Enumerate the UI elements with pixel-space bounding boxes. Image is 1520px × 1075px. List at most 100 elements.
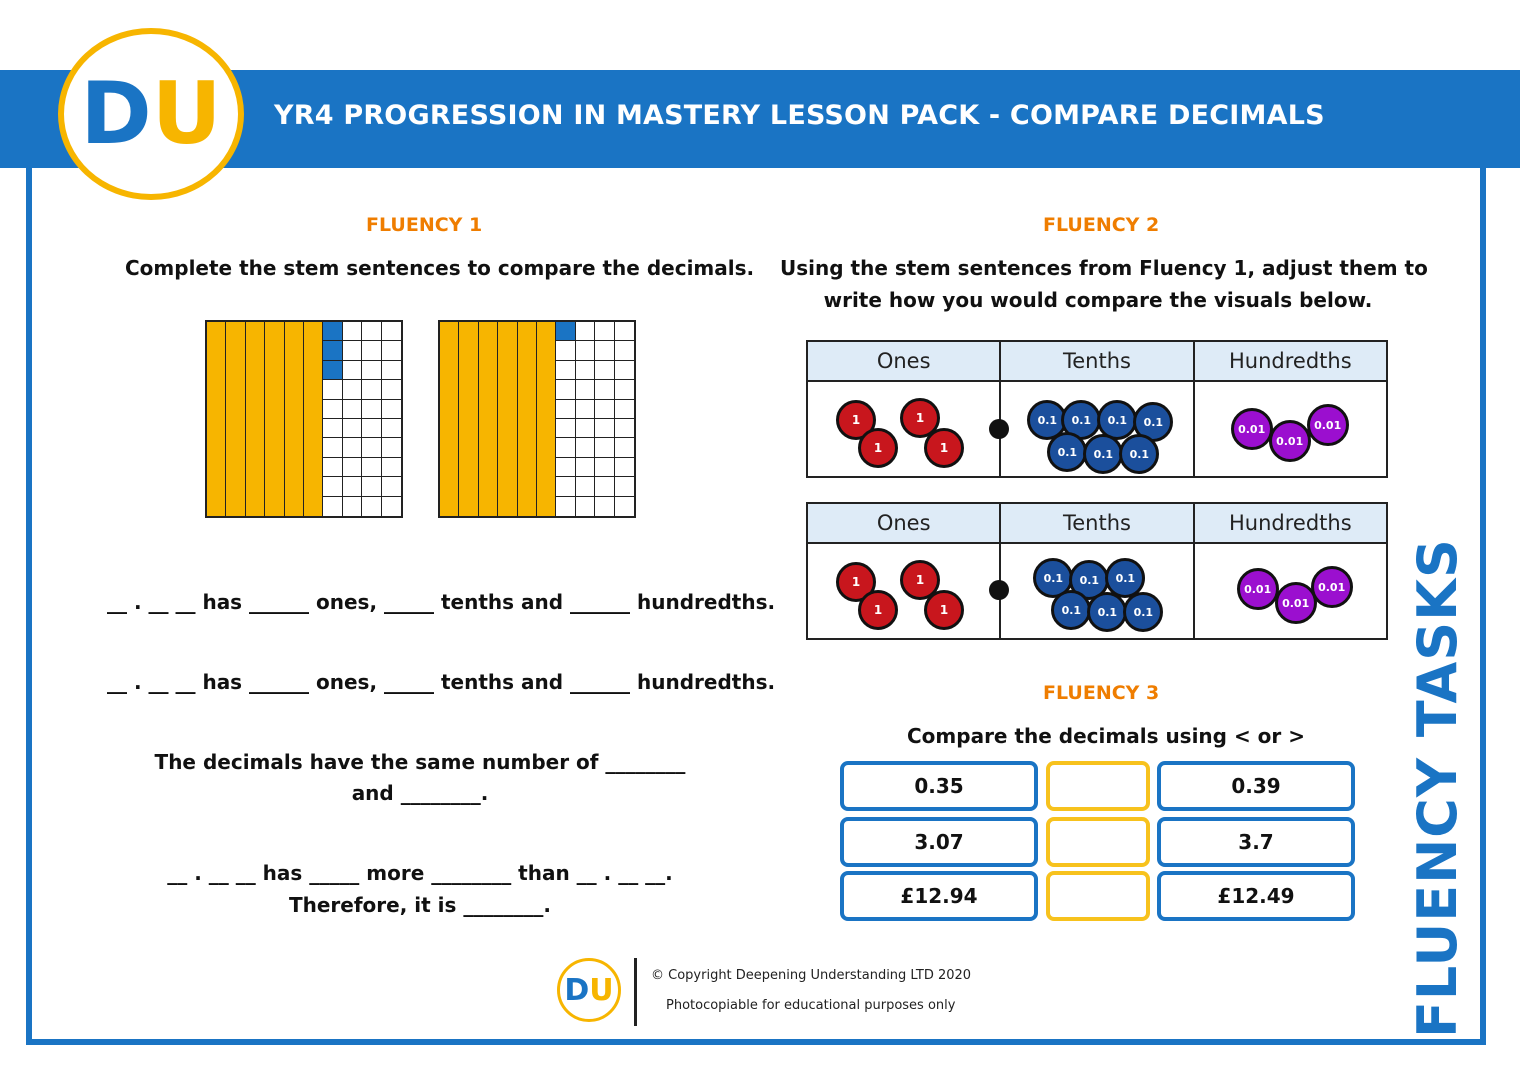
- compare-sentence-line1: The decimals have the same number of ___…: [154, 750, 686, 774]
- tenth-strip-cell: [245, 438, 266, 458]
- decimal-point: [989, 419, 1009, 439]
- tenth-strip-cell: [536, 360, 557, 381]
- tenth-strip-cell: [265, 341, 285, 361]
- hundredth-square: [342, 438, 363, 458]
- hundred-square-2: [438, 320, 636, 518]
- tenth-strip-cell: [440, 399, 460, 419]
- logo-letter-d: D: [564, 972, 590, 1008]
- hundredth-square: [381, 438, 401, 458]
- hundredth-square: [381, 341, 401, 361]
- hundredth-square: [362, 418, 382, 439]
- fluency1-title: FLUENCY 1: [366, 214, 483, 236]
- hundredth-square: [595, 399, 615, 419]
- tenth-strip-cell: [207, 341, 227, 361]
- fluency-tasks-label: FLUENCY TASKS: [1406, 538, 1469, 1038]
- hundredth-square: [556, 477, 576, 497]
- answer-box[interactable]: [1046, 871, 1150, 921]
- tenth-strip-cell: [284, 477, 304, 497]
- fluency1-instruction: Complete the stem sentences to compare t…: [125, 256, 755, 280]
- tenth-strip-cell: [517, 399, 537, 419]
- hundredth-square: [362, 496, 382, 516]
- tenth-strip-cell: [459, 360, 479, 381]
- tenth-strip-cell: [207, 380, 227, 400]
- tenth-strip-cell: [459, 457, 479, 478]
- tenth-strip-cell: [245, 496, 266, 516]
- tenth-strip-cell: [226, 457, 246, 478]
- tenth-counter: 0.1: [1051, 590, 1092, 630]
- tenth-strip-cell: [517, 380, 537, 400]
- tenth-strip-cell: [265, 360, 285, 381]
- copyright-text: © Copyright Deepening Understanding LTD …: [651, 968, 972, 983]
- tenth-strip-cell: [517, 341, 537, 361]
- hundredth-square: [381, 380, 401, 400]
- hundredth-square: [323, 438, 343, 458]
- one-counter: 1: [924, 590, 964, 630]
- tenth-strip-cell: [517, 477, 537, 497]
- tenth-strip-cell: [440, 457, 460, 478]
- hundredth-counter: 0.01: [1310, 566, 1353, 608]
- hundredth-square: [595, 477, 615, 497]
- hundredth-square: [614, 341, 634, 361]
- hundred-square-1: [205, 320, 403, 518]
- fluency2-instruction-line1: Using the stem sentences from Fluency 1,…: [780, 256, 1428, 280]
- tenth-strip-cell: [536, 418, 557, 439]
- one-counter: 1: [836, 400, 876, 440]
- hundredth-square: [362, 399, 382, 419]
- tenth-strip-cell: [478, 322, 499, 342]
- hundredth-square: [595, 380, 615, 400]
- tenth-strip-cell: [207, 360, 227, 381]
- hundredths-header: Hundredths: [1192, 504, 1386, 542]
- tenth-strip-cell: [517, 438, 537, 458]
- tenth-strip-cell: [265, 322, 285, 342]
- hundredth-square: [575, 341, 596, 361]
- hundredth-square: [342, 360, 363, 381]
- answer-box[interactable]: [1046, 817, 1150, 867]
- hundredth-square: [381, 322, 401, 342]
- tenth-strip-cell: [226, 438, 246, 458]
- tenth-strip-cell: [478, 438, 499, 458]
- more-sentence-line2: Therefore, it is ________.: [288, 893, 551, 917]
- fluency2-instruction-line2: write how you would compare the visuals …: [823, 288, 1373, 312]
- answer-box[interactable]: [1046, 761, 1150, 811]
- ones-header: Ones: [876, 349, 931, 373]
- tenth-strip-cell: [284, 399, 304, 419]
- tenth-strip-cell: [284, 418, 304, 439]
- hundredth-square: [614, 400, 634, 419]
- tenth-strip-cell: [303, 341, 324, 361]
- photocopiable-note: Photocopiable for educational purposes o…: [666, 998, 956, 1013]
- hundredth-square: [614, 361, 634, 381]
- hundredths-header: Hundredths: [1192, 342, 1386, 380]
- hundredth-square: [323, 399, 343, 419]
- tenth-strip-cell: [303, 360, 324, 381]
- tenth-strip-cell: [245, 399, 266, 419]
- page-title: YR4 PROGRESSION IN MASTERY LESSON PACK -…: [274, 100, 1325, 131]
- tenth-strip-cell: [284, 438, 304, 458]
- tenth-strip-cell: [284, 341, 304, 361]
- tenth-strip-cell: [284, 457, 304, 478]
- tenth-strip-cell: [478, 477, 499, 497]
- page-frame: [26, 150, 1486, 1045]
- hundredth-square: [556, 399, 576, 419]
- tenth-strip-cell: [207, 418, 227, 439]
- tenth-strip-cell: [478, 380, 499, 400]
- hundredth-square: [575, 438, 596, 458]
- hundredth-square: [556, 438, 576, 458]
- tenth-strip-cell: [265, 380, 285, 400]
- tenth-strip-cell: [517, 360, 537, 381]
- tenth-strip-cell: [265, 399, 285, 419]
- hundredth-square: [575, 418, 596, 439]
- tenth-strip-cell: [226, 341, 246, 361]
- tenth-strip-cell: [536, 477, 557, 497]
- hundredth-square: [381, 477, 401, 497]
- ones-header: Ones: [876, 511, 931, 535]
- tenth-strip-cell: [265, 477, 285, 497]
- hundredth-square: [575, 477, 596, 497]
- hundredth-square: [595, 341, 615, 361]
